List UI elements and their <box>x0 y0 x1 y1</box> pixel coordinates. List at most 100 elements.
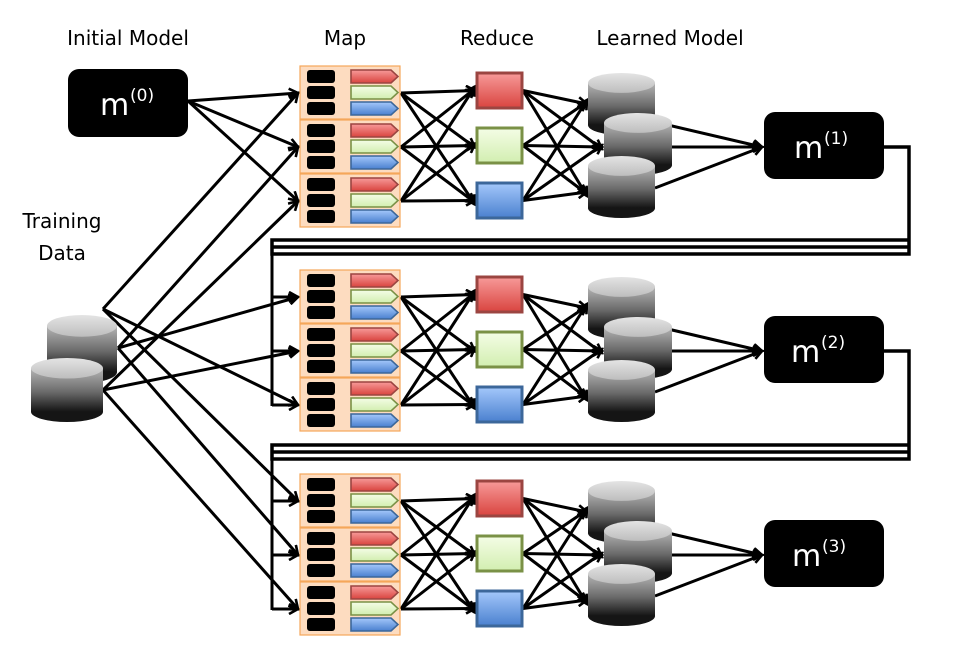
initial-model-title: Initial Model <box>67 26 189 50</box>
key-block <box>307 102 335 115</box>
aggregate-edge-2-1 <box>654 324 762 351</box>
value-chevron-green <box>350 289 400 304</box>
learned-model-cylinder-3-3 <box>588 564 655 627</box>
reducer-1-red <box>475 71 524 110</box>
shuffle-edge-3-2-3 <box>400 553 475 611</box>
feedback-bus-2 <box>270 349 911 461</box>
learned-model-cylinder-2-3 <box>588 360 655 422</box>
key-block <box>307 382 335 395</box>
initial-model-box: m (0) <box>68 69 188 137</box>
key-block <box>307 414 335 427</box>
map-title: Map <box>324 26 366 50</box>
key-block <box>307 478 335 491</box>
mapper-3-2 <box>299 527 401 582</box>
shuffle-edge-2-3-3 <box>400 405 475 406</box>
train-edge-r3-2 <box>116 347 298 555</box>
reducer-1-green <box>475 126 524 165</box>
shuffle-edge-3-1-2 <box>400 499 475 556</box>
init-edge-1 <box>187 93 298 103</box>
key-block <box>307 548 335 561</box>
value-chevron-blue <box>350 413 400 428</box>
learned-model-cylinder-1-3 <box>588 156 655 218</box>
value-chevron-green <box>350 193 400 208</box>
reducer-1-blue <box>475 181 524 220</box>
shuffle-edge-3-3-3 <box>400 609 475 610</box>
cylinder-top <box>588 156 655 176</box>
reduce-edge-2-1-3 <box>521 293 587 401</box>
value-chevron-blue <box>350 305 400 320</box>
value-chevron-blue <box>350 209 400 224</box>
shuffle-edge-1-3-1 <box>399 87 475 202</box>
reduce-title: Reduce <box>460 26 534 50</box>
key-block <box>307 360 335 373</box>
train-edge-r2-2 <box>102 351 298 392</box>
reduce-edge-1-3-2 <box>522 145 602 202</box>
cylinder-top <box>31 358 103 379</box>
value-chevron-red <box>350 531 400 546</box>
key-block <box>307 140 335 153</box>
value-chevron-red <box>350 477 400 492</box>
output-model-superscript-3: (3) <box>822 537 846 557</box>
reduce-edge-3-3-2 <box>522 553 602 610</box>
reducer-3-red <box>475 479 524 518</box>
aggregate-edge-2-3 <box>654 351 762 394</box>
key-block <box>307 328 335 341</box>
mapper-1-1 <box>299 65 401 120</box>
key-block <box>307 344 335 357</box>
shuffle-edge-2-3-1 <box>399 291 475 406</box>
reduce-edge-3-2-3 <box>522 552 587 603</box>
cylinder-top <box>604 521 672 541</box>
train-edge-r1-3 <box>101 201 298 392</box>
reduce-edge-1-1-3 <box>521 89 587 197</box>
value-chevron-green <box>350 139 400 154</box>
shuffle-edge-3-3-1 <box>399 495 475 610</box>
value-chevron-red <box>350 585 400 600</box>
output-model-box-3: m (3) <box>764 520 884 587</box>
reduce-edge-2-3-3 <box>522 396 587 406</box>
key-block <box>307 156 335 169</box>
key-block <box>307 510 335 523</box>
output-model-box-1: m (1) <box>764 112 884 179</box>
key-block <box>307 618 335 631</box>
reduce-edge-1-3-1 <box>521 100 587 202</box>
value-chevron-green <box>350 547 400 562</box>
key-block <box>307 124 335 137</box>
shuffle-edge-2-1-1 <box>400 295 475 298</box>
mapper-2-1 <box>299 269 401 324</box>
key-block <box>307 70 335 83</box>
output-model-label-3: m <box>792 539 821 574</box>
reducer-2-green <box>475 330 524 369</box>
cylinder-top <box>588 360 655 380</box>
cylinder-top <box>604 317 672 337</box>
key-block <box>307 194 335 207</box>
value-chevron-blue <box>350 563 400 578</box>
reduce-edge-3-3-1 <box>521 508 587 610</box>
shuffle-edge-1-3-3 <box>400 201 475 202</box>
shuffle-edge-2-2-3 <box>400 349 475 407</box>
mapper-2-3 <box>299 377 401 432</box>
key-block <box>307 178 335 191</box>
shuffle-edge-2-1-3 <box>399 296 475 409</box>
value-chevron-red <box>350 69 400 84</box>
output-model-superscript-1: (1) <box>824 129 848 149</box>
value-chevron-blue <box>350 509 400 524</box>
mapper-2-2 <box>299 323 401 378</box>
key-block <box>307 210 335 223</box>
mapper-3-3 <box>299 581 401 636</box>
reduce-edge-1-3-3 <box>522 192 587 202</box>
train-edge-r2-1 <box>117 297 298 350</box>
reduce-edge-3-1-3 <box>521 497 587 605</box>
init-edge-3 <box>186 99 298 201</box>
key-block <box>307 86 335 99</box>
reduce-edge-1-2-2 <box>522 146 602 148</box>
value-chevron-blue <box>350 155 400 170</box>
output-model-box-2: m (2) <box>764 316 884 383</box>
reduce-edge-2-1-1 <box>522 293 587 309</box>
shuffle-edge-3-1-1 <box>400 499 475 502</box>
cylinder-top <box>588 73 655 93</box>
reduce-edge-2-2-3 <box>522 348 587 399</box>
aggregate-edge-1-1 <box>654 120 762 147</box>
key-block <box>307 398 335 411</box>
key-block <box>307 586 335 599</box>
mapper-1-3 <box>299 173 401 228</box>
